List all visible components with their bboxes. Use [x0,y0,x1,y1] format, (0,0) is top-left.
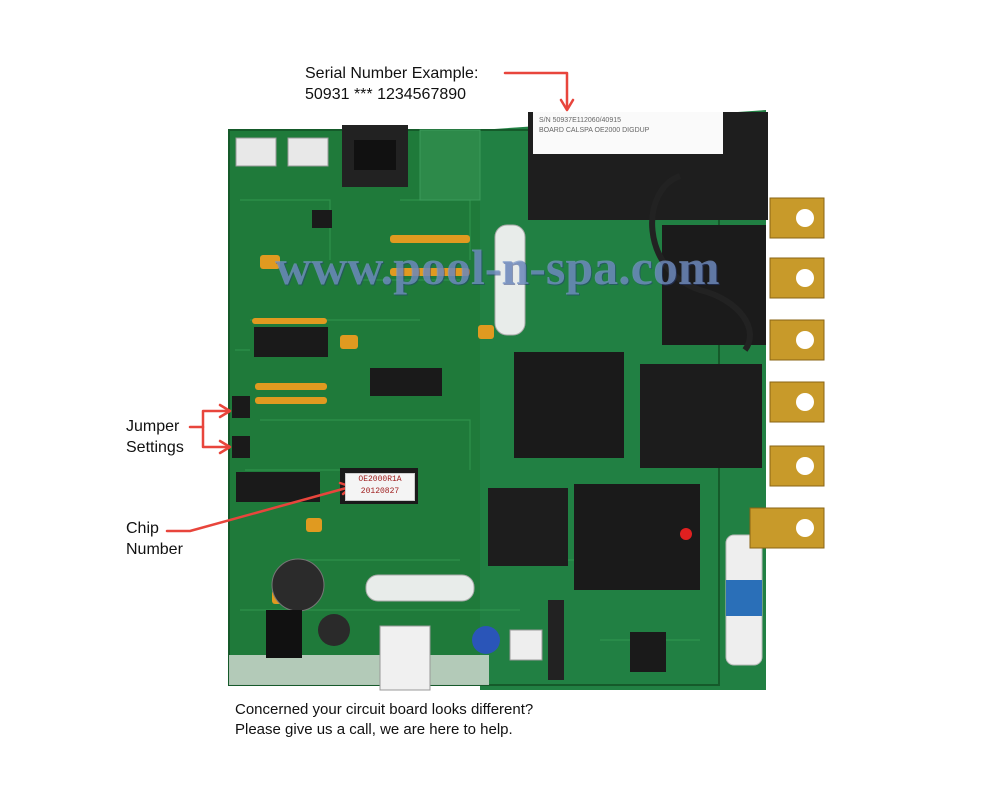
chip-callout-line1: Chip [126,520,159,537]
footer-line1: Concerned your circuit board looks diffe… [235,701,534,718]
ic-2 [370,368,442,396]
serial-sticker: S/N 50937E112060/40915 BOARD CALSPA OE20… [533,112,723,154]
serial-callout-line1: Serial Number Example: [305,65,479,82]
footer-note: Concerned your circuit board looks diffe… [235,700,533,740]
jumper-settings-callout: Jumper Settings [126,416,184,458]
relay-zettler-2 [574,484,700,590]
footer-line2: Please give us a call, we are here to he… [235,721,513,738]
relay-zettler-1 [640,364,762,468]
serial-callout-line2: 50931 *** 1234567890 [305,86,467,103]
relay-big [514,352,624,458]
chip-label: OE2000R1A 20120827 [345,473,415,501]
serial-number-callout: Serial Number Example: 50931 *** 1234567… [305,63,478,105]
watermark: www.pool-n-spa.com [275,239,720,295]
ic-1 [254,327,328,357]
fuse-1 [494,224,526,336]
jumper-callout-line1: Jumper [126,418,180,435]
connector-2 [287,137,329,167]
chip-number-callout: Chip Number [126,518,183,560]
capacitor-big [271,558,325,612]
chip-callout-line2: Number [126,541,183,558]
connector-1 [235,137,277,167]
chip-label-line1: OE2000R1A [358,475,402,484]
white-connector [379,625,431,691]
ic-3 [236,472,320,502]
relay-small [488,488,568,566]
chip-label-line2: 20120827 [360,487,400,496]
serial-sticker-line1: S/N 50937E112060/40915 [539,117,621,124]
jumper-callout-line2: Settings [126,439,184,456]
serial-sticker-line2: BOARD CALSPA OE2000 DIGDUP [539,127,650,134]
fuse-2 [365,574,475,602]
